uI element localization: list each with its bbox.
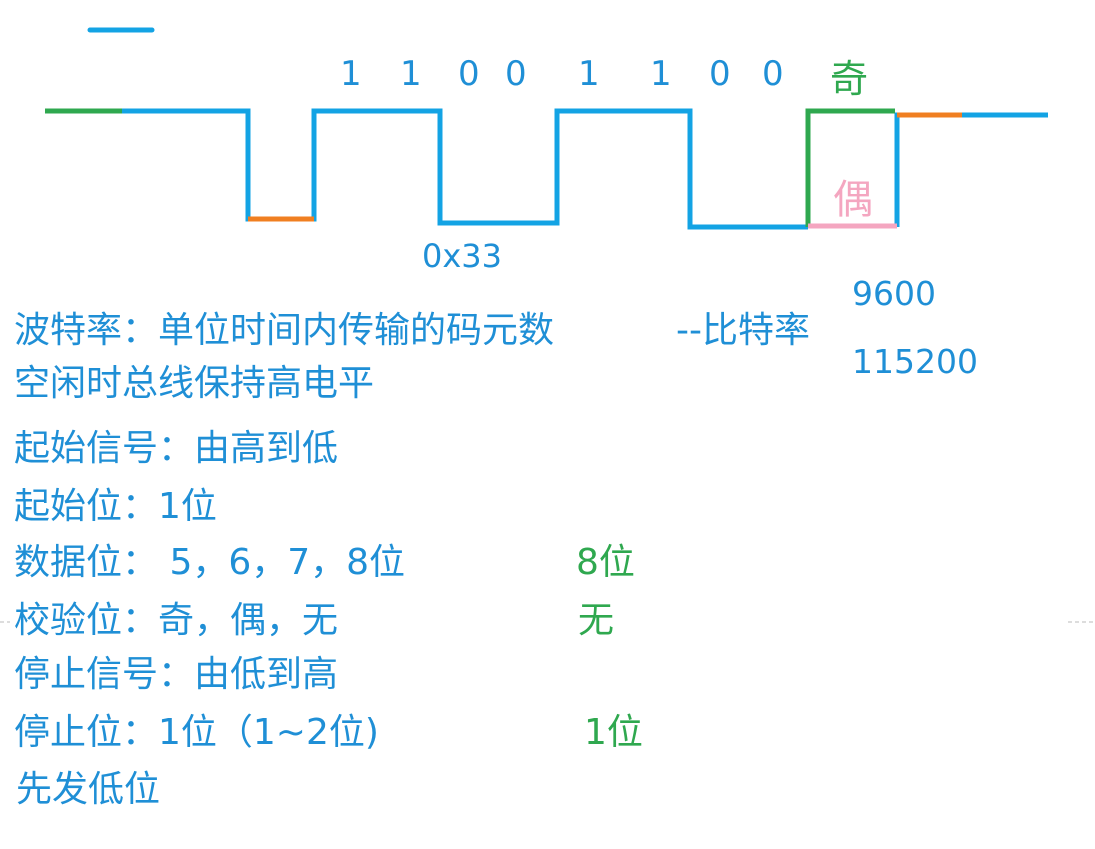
bit-label: 0 <box>762 54 784 94</box>
bit-label: 1 <box>578 54 600 94</box>
note-start-bit: 起始位：1位 <box>14 486 217 527</box>
baud-rate-value: 9600 <box>852 274 936 313</box>
note-start-signal: 起始信号：由高到低 <box>14 428 339 469</box>
signal-waveform <box>122 108 808 230</box>
note-stop-bit: 停止位：1位（1~2位) <box>14 712 379 753</box>
hex-value-label: 0x33 <box>422 237 503 275</box>
bit-label: 1 <box>400 54 422 94</box>
answer-stop-bit: 1位 <box>584 712 643 753</box>
bit-label: 1 <box>650 54 672 94</box>
bit-label: 0 <box>505 54 527 94</box>
note-stop-signal: 停止信号：由低到高 <box>14 654 339 695</box>
parity-odd-label: 奇 <box>830 57 869 101</box>
note-lsb-first: 先发低位 <box>16 769 161 810</box>
note-bit-rate: --比特率 <box>676 310 810 351</box>
answer-parity-bit: 无 <box>578 600 615 641</box>
bit-label: 0 <box>709 54 731 94</box>
bit-label: 0 <box>458 54 480 94</box>
note-baud-rate: 波特率：单位时间内传输的码元数 <box>14 310 555 351</box>
parity-even-label: 偶 <box>833 177 873 223</box>
bit-label: 1 <box>340 54 362 94</box>
note-data-bits: 数据位： 5，6，7，8位 <box>14 542 406 583</box>
answer-data-bits: 8位 <box>576 542 635 583</box>
note-parity-bit: 校验位：奇，偶，无 <box>14 600 339 641</box>
baud-rate-value: 115200 <box>852 342 978 381</box>
parity-odd-path <box>805 108 895 227</box>
signal-waveform-tail <box>894 112 1048 227</box>
note-idle-high: 空闲时总线保持高电平 <box>14 363 375 404</box>
